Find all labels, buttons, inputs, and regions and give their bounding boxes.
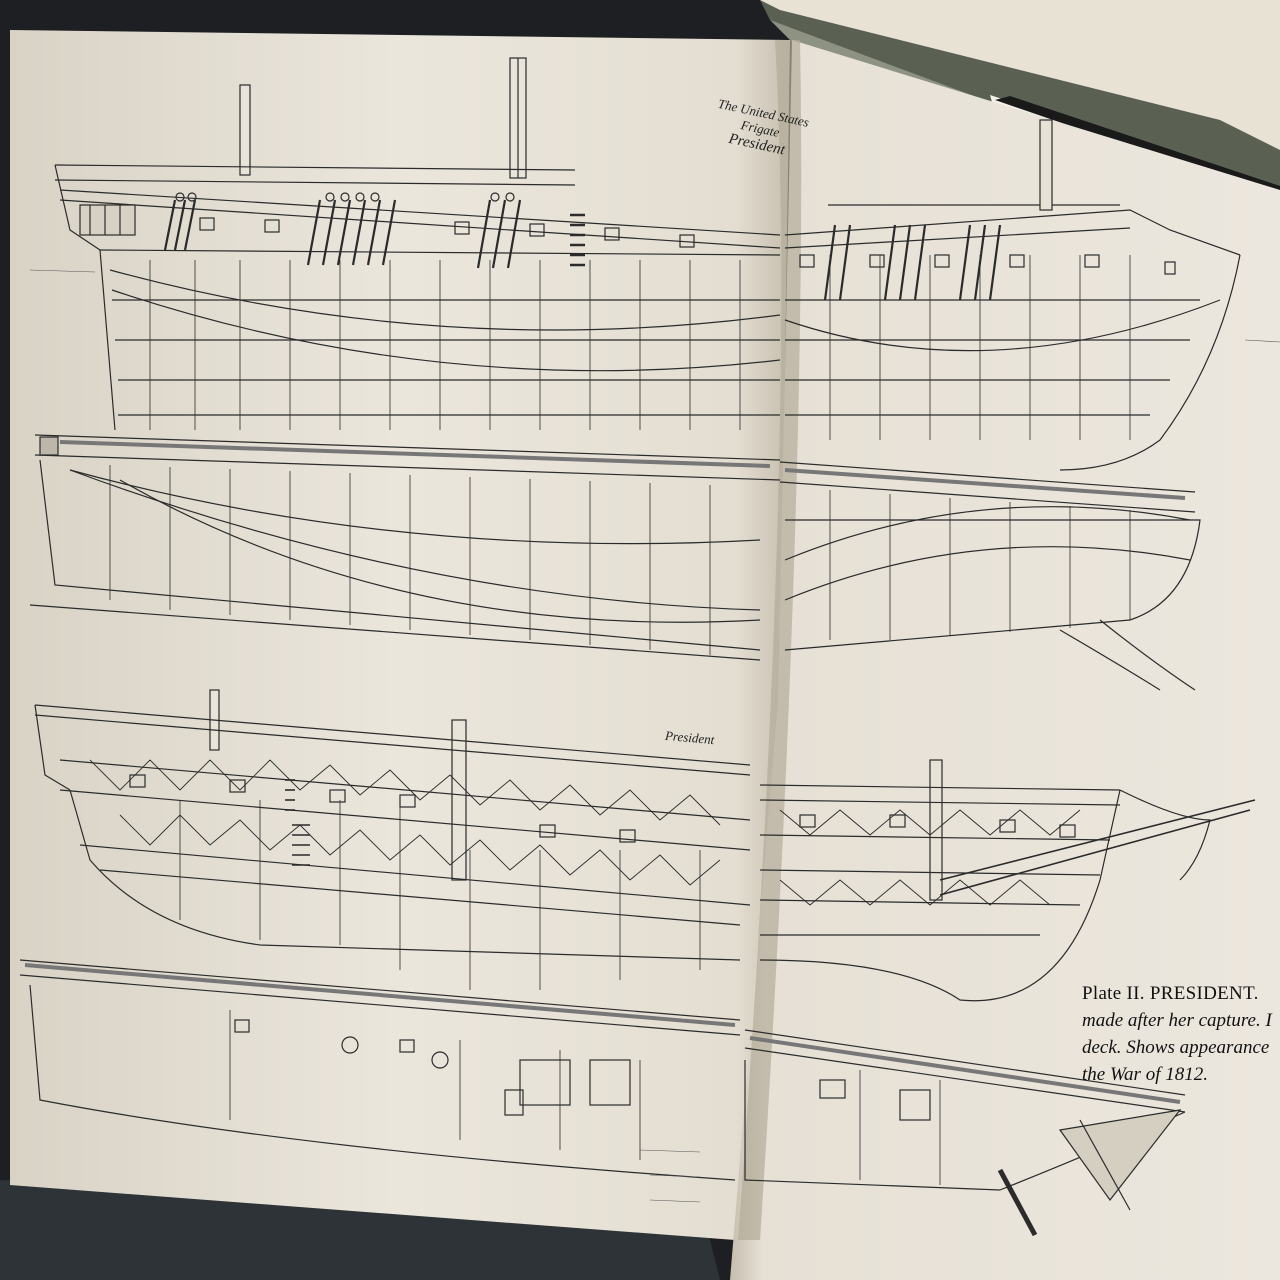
inboard-profile-left [34,689,751,990]
caption-line-1: Plate II. PRESIDENT. [1082,983,1259,1004]
right-page [730,40,1280,1280]
caption-line-4: the War of 1812. [1082,1064,1208,1085]
dimension-marks [29,269,1280,1203]
caption-line-3: deck. Shows appearance [1082,1037,1270,1058]
profile-drawing-right [784,119,1241,471]
plate-caption: Plate II. PRESIDENT. made after her capt… [1082,980,1280,1088]
left-page [10,30,790,1240]
deck-plan [19,959,1186,1237]
half-breadth-plan [29,434,1201,691]
ship-plans [19,57,1256,1237]
bottom-plan-title-text: President [664,727,715,748]
caption-line-2: made after her capture. I [1082,1010,1272,1031]
profile-drawing-left [54,57,781,431]
inboard-profile-right [759,759,1256,1002]
